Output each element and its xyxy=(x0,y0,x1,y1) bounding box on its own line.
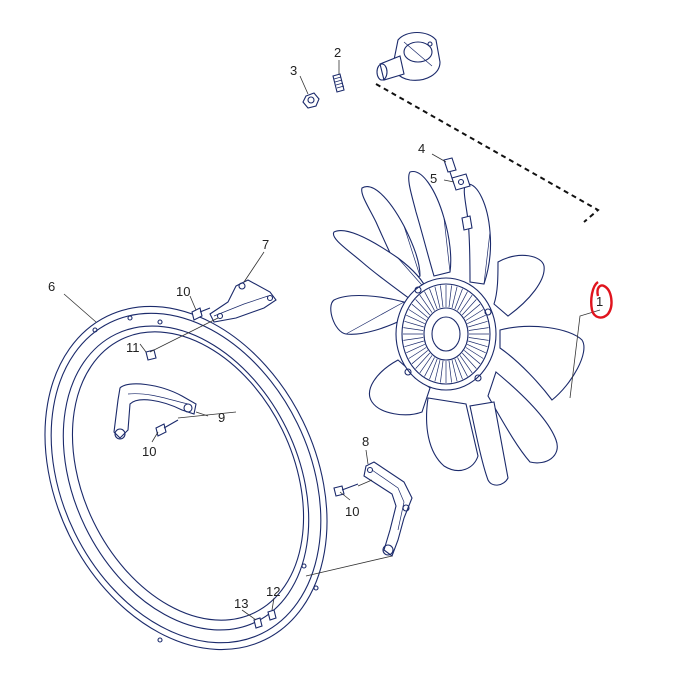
bracket-lower xyxy=(363,461,413,557)
clutch-fin xyxy=(468,320,488,328)
clutch-fin xyxy=(448,360,452,383)
clutch-fin xyxy=(457,357,468,377)
clip xyxy=(451,173,471,191)
clutch-fin xyxy=(468,327,489,331)
clutch-fin xyxy=(440,285,444,308)
leader-lines xyxy=(63,60,601,621)
clutch-fin xyxy=(408,347,427,359)
callout-9: 9 xyxy=(218,410,225,425)
callout-10-left: 10 xyxy=(142,444,156,459)
clutch-fin xyxy=(451,286,458,308)
bolt-10-upper xyxy=(191,307,211,321)
hub-bolt xyxy=(461,215,473,231)
clutch-fin xyxy=(434,360,441,382)
clutch-fin xyxy=(465,309,484,321)
highlight-circle xyxy=(590,281,613,319)
bolt-11 xyxy=(145,349,157,361)
clutch-fin xyxy=(467,314,486,325)
clutch-fin xyxy=(434,286,441,308)
clutch-fin xyxy=(419,294,433,313)
clutch-fin xyxy=(411,350,429,365)
clutch-fin xyxy=(451,360,458,382)
callout-7: 7 xyxy=(262,237,269,252)
fan-blades xyxy=(330,171,585,486)
clutch-fin xyxy=(404,340,424,348)
callout-8: 8 xyxy=(362,434,369,449)
alignment-line xyxy=(375,83,600,223)
clutch-fin xyxy=(459,355,473,374)
callout-2: 2 xyxy=(334,45,341,60)
clutch-fin xyxy=(415,352,430,369)
clutch-fin xyxy=(463,350,481,365)
clutch-fin xyxy=(440,360,444,383)
callout-3: 3 xyxy=(290,63,297,78)
clutch-fin xyxy=(424,291,435,311)
clutch-fin xyxy=(465,347,484,359)
clutch-fin xyxy=(411,303,429,318)
clutch-fin xyxy=(462,352,477,369)
clutch-fin xyxy=(415,299,430,316)
clutch-fin xyxy=(406,343,425,354)
clutch-fin xyxy=(467,343,486,354)
clutch-fin xyxy=(429,358,438,380)
bolt-12 xyxy=(267,609,277,621)
clutch-fin xyxy=(468,340,488,348)
clutch-fin xyxy=(429,288,438,310)
bolt-10-lower xyxy=(333,483,359,497)
stud xyxy=(332,73,345,93)
clutch-fin xyxy=(403,327,424,331)
clutch-fin xyxy=(457,291,468,311)
clutch-fin xyxy=(463,303,481,318)
clutch-fin xyxy=(406,314,425,325)
clutch-fin xyxy=(403,337,424,341)
clutch-fin xyxy=(419,355,433,374)
callout-6: 6 xyxy=(48,279,55,294)
clutch-fin xyxy=(454,288,463,310)
clutch-fin xyxy=(468,337,489,341)
fan-drive-flange xyxy=(376,31,441,81)
clutch-fin xyxy=(404,320,424,328)
clutch-fin xyxy=(454,358,463,380)
clutch-fin xyxy=(462,299,477,316)
bracket-left xyxy=(113,383,197,440)
callout-11: 11 xyxy=(126,340,140,355)
clutch-fin xyxy=(448,285,452,308)
fan-shroud xyxy=(44,305,328,651)
callout-4: 4 xyxy=(418,141,425,156)
nut xyxy=(302,92,320,109)
callout-5: 5 xyxy=(430,171,437,186)
clutch-fin xyxy=(424,357,435,377)
clutch-fin xyxy=(459,294,473,313)
clutch-fin xyxy=(408,309,427,321)
callout-10-upper: 10 xyxy=(176,284,190,299)
bracket-upper xyxy=(209,279,277,323)
bolt-13 xyxy=(253,617,263,629)
callout-13: 13 xyxy=(234,596,248,611)
callout-10-lower: 10 xyxy=(345,504,359,519)
fan-clutch xyxy=(395,277,497,391)
callout-1: 1 xyxy=(596,294,603,309)
bolt-10-left xyxy=(155,419,179,437)
callout-12: 12 xyxy=(266,584,280,599)
